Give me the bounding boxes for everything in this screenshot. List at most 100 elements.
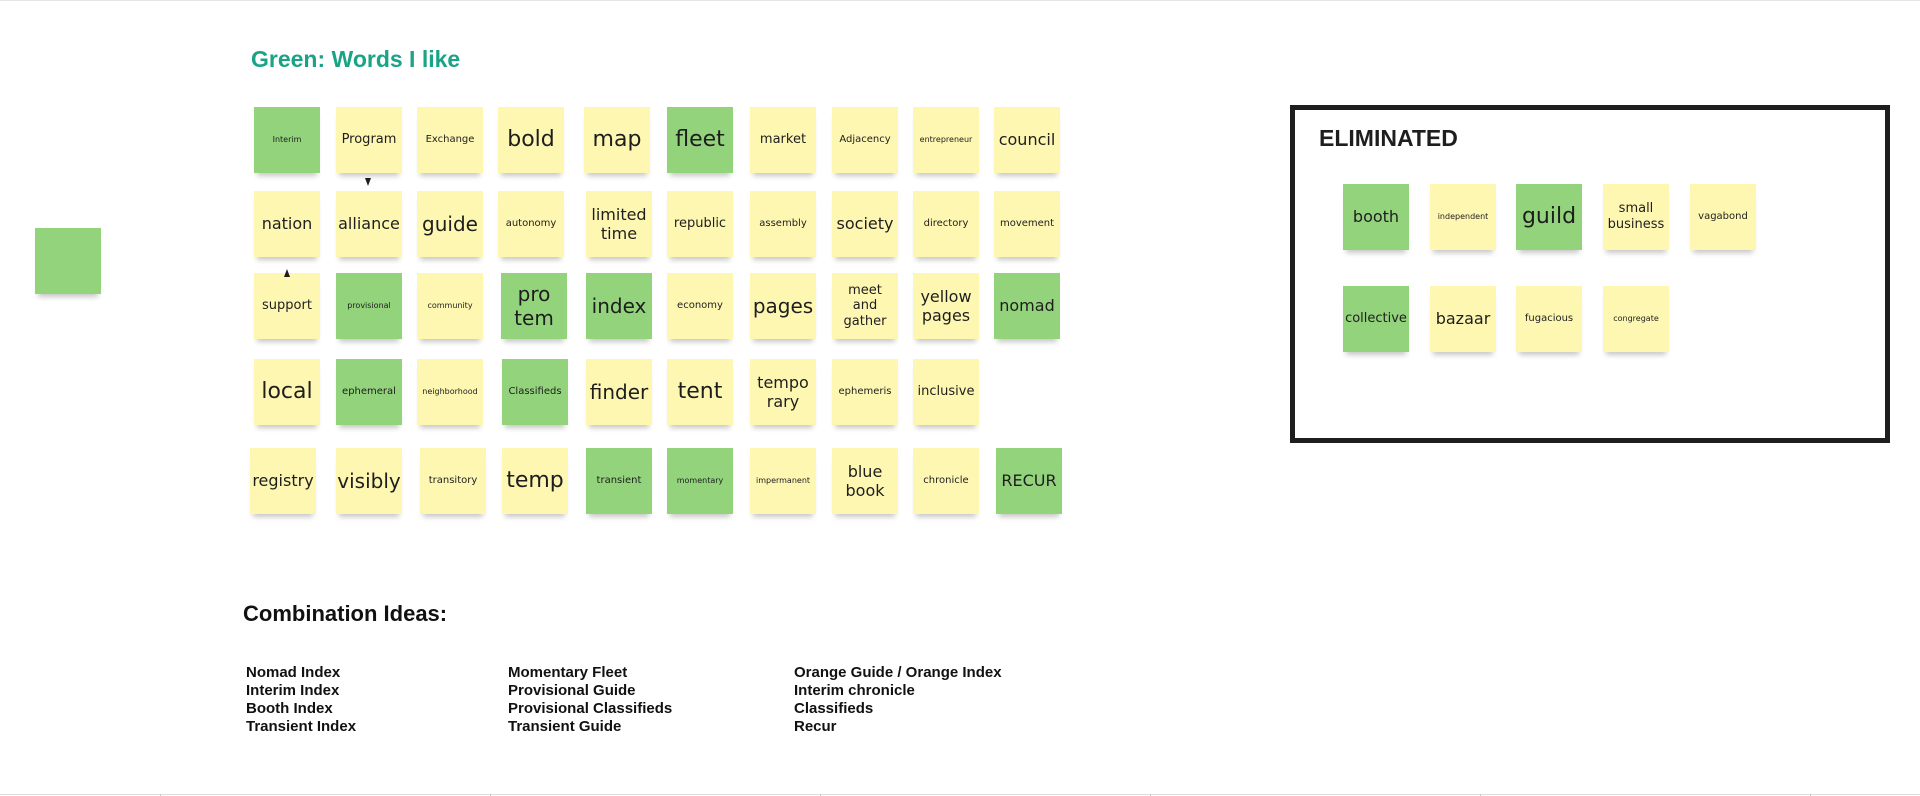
sticky-note-text: visibly [337,469,401,493]
sticky-note[interactable]: alliance [336,191,402,257]
sticky-note-text: economy [677,300,723,311]
sticky-note[interactable]: meet and gather [832,273,898,339]
combination-item: Interim chronicle [794,682,915,699]
sticky-note-text: temp [506,467,564,493]
sticky-note[interactable]: Interim [254,107,320,173]
sticky-note[interactable]: vagabond [1690,184,1756,250]
sticky-note[interactable]: yellow pages [913,273,979,339]
sticky-note[interactable]: nomad [994,273,1060,339]
sticky-note[interactable]: nation [254,191,320,257]
sticky-note[interactable]: inclusive [913,359,979,425]
sticky-note[interactable]: collective [1343,286,1409,352]
combination-column[interactable]: Orange Guide / Orange Index Interim chro… [794,664,1002,736]
sticky-note-text: society [836,214,894,234]
sticky-note[interactable]: movement [994,191,1060,257]
combination-item: Orange Guide / Orange Index [794,664,1002,681]
sticky-note[interactable]: bazaar [1430,286,1496,352]
combination-ideas-title[interactable]: Combination Ideas: [243,601,448,626]
sticky-note[interactable]: guide [417,191,483,257]
sticky-note[interactable]: council [994,107,1060,173]
connector-arrow-icon[interactable] [365,178,371,186]
sticky-note[interactable]: Exchange [417,107,483,173]
sticky-note-text: entrepreneur [919,135,973,145]
eliminated-title[interactable]: ELIMINATED [1319,125,1458,151]
eliminated-frame[interactable] [1290,105,1890,443]
sticky-note[interactable]: community [417,273,483,339]
sticky-note[interactable]: booth [1343,184,1409,250]
connector-arrow-icon[interactable] [284,269,290,277]
sticky-note-text: chronicle [923,475,969,486]
stray-sticky-note[interactable] [35,228,101,294]
sticky-note[interactable]: bold [498,107,564,173]
sticky-note[interactable]: neighborhood [417,359,483,425]
sticky-note[interactable]: map [584,107,650,173]
sticky-note[interactable]: republic [667,191,733,257]
sticky-note-text: tent [677,378,723,404]
sticky-note[interactable]: blue book [832,448,898,514]
sticky-note[interactable]: RECUR [996,448,1062,514]
sticky-note-text: vagabond [1698,211,1748,222]
sticky-note[interactable]: guild [1516,184,1582,250]
sticky-note[interactable]: index [586,273,652,339]
combination-item: Provisional Guide [508,682,636,699]
sticky-note[interactable]: limited time [586,191,652,257]
sticky-note-text: Interim [272,135,302,145]
board-title[interactable]: Green: Words I like [251,46,461,72]
sticky-note-text: assembly [759,218,807,229]
sticky-note[interactable]: momentary [667,448,733,514]
sticky-note[interactable]: society [832,191,898,257]
sticky-note[interactable]: impermanent [750,448,816,514]
sticky-note[interactable]: provisional [336,273,402,339]
sticky-note[interactable]: independent [1430,184,1496,250]
combination-item: Recur [794,718,837,735]
combination-column[interactable]: Momentary Fleet Provisional Guide Provis… [508,664,672,736]
sticky-note[interactable]: fugacious [1516,286,1582,352]
sticky-note-text: council [998,130,1056,150]
sticky-note[interactable]: autonomy [498,191,564,257]
sticky-note[interactable]: entrepreneur [913,107,979,173]
sticky-note[interactable]: local [254,359,320,425]
sticky-note[interactable]: Program [336,107,402,173]
sticky-note[interactable]: pro tem [501,273,567,339]
sticky-note[interactable]: small business [1603,184,1669,250]
sticky-note-text: booth [1352,207,1400,227]
sticky-note[interactable]: fleet [667,107,733,173]
sticky-note-text: independent [1437,212,1489,222]
sticky-note-text: local [261,378,313,404]
combination-column[interactable]: Nomad Index Interim Index Booth Index Tr… [246,664,356,736]
sticky-note-text: small business [1607,201,1665,232]
sticky-note[interactable]: tempo rary [750,359,816,425]
combination-item: Nomad Index [246,664,341,681]
sticky-note[interactable]: directory [913,191,979,257]
sticky-note[interactable]: tent [667,359,733,425]
sticky-note[interactable]: Classifieds [502,359,568,425]
sticky-note[interactable]: ephemeral [336,359,402,425]
sticky-note-text: republic [673,216,727,232]
sticky-note[interactable]: assembly [750,191,816,257]
sticky-note[interactable]: economy [667,273,733,339]
sticky-note[interactable]: chronicle [913,448,979,514]
sticky-note[interactable]: Adjacency [832,107,898,173]
combination-item: Transient Index [246,718,357,735]
sticky-note[interactable]: support [254,273,320,339]
sticky-note[interactable]: congregate [1603,286,1669,352]
sticky-note[interactable]: finder [586,359,652,425]
sticky-note[interactable]: market [750,107,816,173]
canvas-tick [820,794,821,796]
sticky-note-text: meet and gather [843,282,887,329]
sticky-note-text: Adjacency [839,134,891,145]
sticky-note[interactable]: registry [250,448,316,514]
sticky-note[interactable]: transitory [420,448,486,514]
sticky-note-text: tempo rary [757,372,809,411]
sticky-note[interactable]: visibly [336,448,402,514]
sticky-note-text: neighborhood [422,387,478,397]
sticky-note[interactable]: pages [750,273,816,339]
sticky-note[interactable]: temp [502,448,568,514]
canvas-tick [1810,794,1811,796]
sticky-note-text: fugacious [1524,313,1574,324]
sticky-note-text: Program [341,132,397,148]
sticky-note-text: ephemeris [838,386,892,397]
sticky-note[interactable]: ephemeris [832,359,898,425]
sticky-note[interactable]: transient [586,448,652,514]
